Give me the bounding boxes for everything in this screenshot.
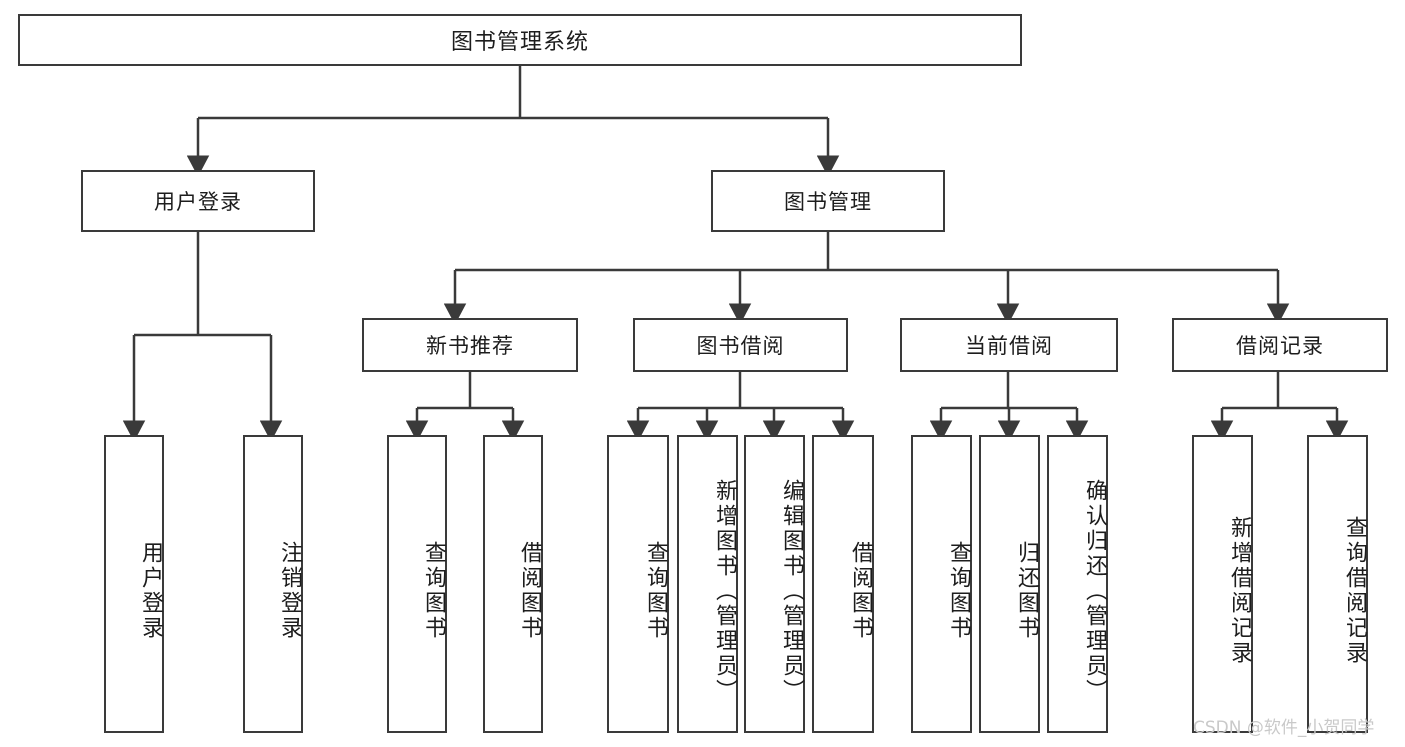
node-label: 归还图书	[1014, 541, 1039, 641]
node-label: 用户登录	[154, 190, 242, 214]
node-book-management[interactable]: 图书管理	[711, 170, 945, 232]
csdn-watermark: CSDN @软件_小贺同学	[1193, 718, 1375, 738]
leaf-query-book-borrow[interactable]: 查询图书	[607, 435, 669, 733]
leaf-user-login[interactable]: 用户登录	[104, 435, 164, 733]
node-label: 新增图书（管理员）	[712, 478, 737, 704]
node-label: 当前借阅	[965, 334, 1053, 358]
leaf-query-book-recommend[interactable]: 查询图书	[387, 435, 447, 733]
node-user-login[interactable]: 用户登录	[81, 170, 315, 232]
node-label: 确认归还（管理员）	[1082, 478, 1107, 704]
node-root-book-management-system[interactable]: 图书管理系统	[18, 14, 1022, 66]
node-label: 注销登录	[277, 541, 302, 641]
node-label: 查询图书	[946, 541, 971, 641]
node-label: 新增借阅记录	[1227, 516, 1252, 666]
node-label: 用户登录	[138, 541, 163, 641]
node-label: 查询借阅记录	[1342, 516, 1367, 666]
node-label: 借阅图书	[517, 541, 542, 641]
node-borrow-record[interactable]: 借阅记录	[1172, 318, 1388, 372]
node-label: 借阅记录	[1236, 334, 1324, 358]
node-book-borrow[interactable]: 图书借阅	[633, 318, 848, 372]
leaf-confirm-return-admin[interactable]: 确认归还（管理员）	[1047, 435, 1108, 733]
leaf-add-book-admin[interactable]: 新增图书（管理员）	[677, 435, 738, 733]
node-label: 图书管理	[784, 190, 872, 214]
node-label: 查询图书	[643, 541, 668, 641]
leaf-borrow-book[interactable]: 借阅图书	[812, 435, 874, 733]
node-label: 编辑图书（管理员）	[779, 478, 804, 704]
leaf-borrow-book-recommend[interactable]: 借阅图书	[483, 435, 543, 733]
node-label: 图书借阅	[696, 334, 785, 358]
leaf-edit-book-admin[interactable]: 编辑图书（管理员）	[744, 435, 805, 733]
node-label: 借阅图书	[848, 541, 873, 641]
node-label: 图书管理系统	[450, 30, 589, 55]
leaf-query-book-current[interactable]: 查询图书	[911, 435, 972, 733]
node-label: 新书推荐	[426, 334, 514, 358]
node-current-borrow[interactable]: 当前借阅	[900, 318, 1118, 372]
node-new-book-recommend[interactable]: 新书推荐	[362, 318, 578, 372]
node-label: 查询图书	[421, 541, 446, 641]
leaf-add-borrow-record[interactable]: 新增借阅记录	[1192, 435, 1253, 733]
leaf-return-book[interactable]: 归还图书	[979, 435, 1040, 733]
leaf-logout[interactable]: 注销登录	[243, 435, 303, 733]
leaf-query-borrow-record[interactable]: 查询借阅记录	[1307, 435, 1368, 733]
